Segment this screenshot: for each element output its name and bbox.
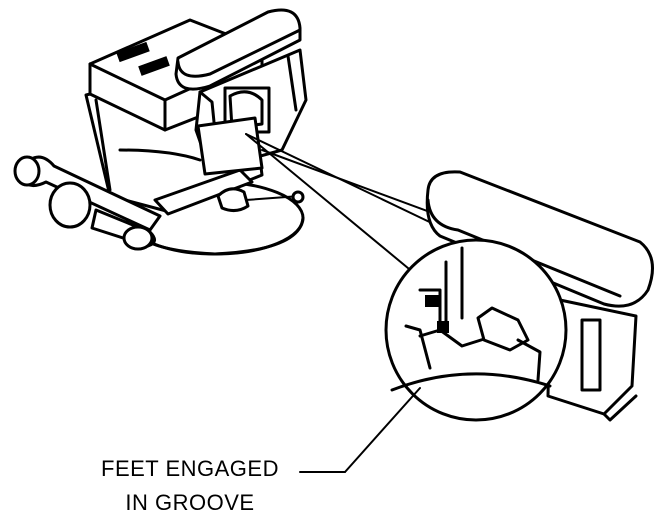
callout-leader	[299, 387, 421, 473]
bench-vise	[13, 8, 308, 256]
callout-label-line2: IN GROOVE	[125, 490, 255, 515]
callout-label-line1: FEET ENGAGED	[101, 456, 279, 481]
callout-label: FEET ENGAGED IN GROOVE	[80, 452, 300, 520]
magnified-detail	[384, 170, 654, 422]
